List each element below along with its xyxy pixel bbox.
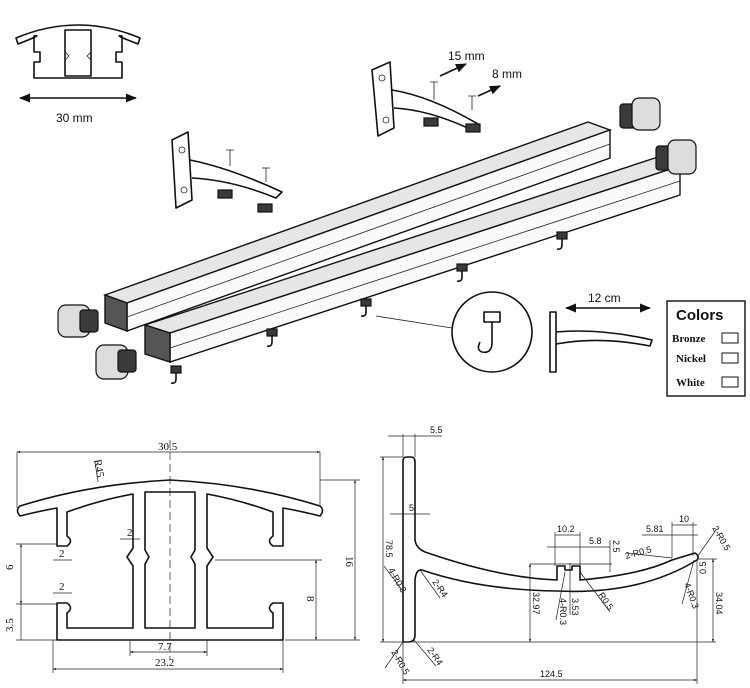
bracket-profile-drawing: 5.5 5 78.5 4-R0.3 2-R4 2-R0.5 2-R4 10.2 … xyxy=(380,425,732,684)
color-option-white[interactable]: White xyxy=(676,376,739,389)
rail-back xyxy=(102,121,613,332)
wall-bracket-right: 15 mm 8 mm xyxy=(371,49,522,137)
dim-left-lower: 3.5 xyxy=(4,618,16,632)
profile-thumbnail: 30 mm xyxy=(15,24,141,125)
color-swatch[interactable] xyxy=(721,376,739,388)
dim-base-width: 23.2 xyxy=(155,657,174,669)
dim-notch-a: 2 xyxy=(59,548,65,560)
dim-slot-inner: 5.8 xyxy=(589,536,602,546)
color-swatch[interactable] xyxy=(721,332,739,344)
bracket-length-label: 12 cm xyxy=(588,291,621,305)
dim-height-total: 16 xyxy=(343,556,355,568)
rail-profile-drawing: 30.5 R45 16 8 6 3.5 2 2 2 7.7 23.2 xyxy=(4,440,360,673)
dim-slot-r: R0.5 xyxy=(596,590,615,611)
dim-web-thickness: 5 xyxy=(409,503,414,513)
curtain-hooks xyxy=(170,231,568,384)
dim-width-total: 30.5 xyxy=(158,441,178,453)
dim-slot-offset: 3.53 xyxy=(570,598,580,616)
wall-bracket-left xyxy=(171,131,283,213)
dim-length: 124.5 xyxy=(540,669,563,679)
screw-length-label: 15 mm xyxy=(448,49,485,63)
dim-notch-c: 2 xyxy=(127,527,133,539)
dim-slot-width: 10.2 xyxy=(557,524,575,534)
dim-radius-base-left: 2-R0.5 xyxy=(389,648,411,676)
dim-mid-height: 32.97 xyxy=(531,592,541,615)
dim-tip-radius-2: 2-R0.5 xyxy=(710,524,732,552)
color-option-nickel[interactable]: Nickel xyxy=(676,352,739,365)
color-option-bronze[interactable]: Bronze xyxy=(672,332,739,345)
dim-radius-left: 4-R0.3 xyxy=(386,566,408,594)
dim-tip-width: 10 xyxy=(679,514,689,524)
end-bracket-side: 12 cm xyxy=(549,291,653,373)
hook-detail-magnifier xyxy=(375,291,533,373)
color-label: White xyxy=(676,377,705,389)
color-label: Nickel xyxy=(676,353,706,365)
dim-slot-height: 8 xyxy=(304,596,316,602)
color-swatch[interactable] xyxy=(721,352,739,364)
dim-tip-height: 34.04 xyxy=(714,592,724,615)
colors-title: Colors xyxy=(676,307,724,324)
dim-left-upper: 6 xyxy=(4,564,16,570)
dim-notch-b: 2 xyxy=(59,581,65,593)
color-label: Bronze xyxy=(672,333,706,345)
dim-height: 78.5 xyxy=(384,540,394,558)
dim-tip-gap: 0.5 xyxy=(698,561,708,574)
dim-radius-base-right: 2-R4 xyxy=(425,645,444,667)
dim-tip-radius: 2-R0.5 xyxy=(624,544,653,561)
screw-small-label: 8 mm xyxy=(492,67,522,81)
dim-slot-radius: 4-R0.3 xyxy=(558,598,568,625)
dim-radius: R45 xyxy=(91,458,106,479)
profile-width-label: 30 mm xyxy=(56,111,93,125)
dim-tip-r3: 4-R0.3 xyxy=(682,581,701,610)
dim-plate-thickness: 5.5 xyxy=(430,425,443,435)
dim-inner-width: 7.7 xyxy=(158,641,172,653)
end-caps xyxy=(57,97,697,380)
dim-tip-offset: 5.81 xyxy=(646,524,664,534)
dim-slot-depth: 2.5 xyxy=(611,540,621,553)
colors-legend: Colors Bronze Nickel White xyxy=(666,300,746,397)
